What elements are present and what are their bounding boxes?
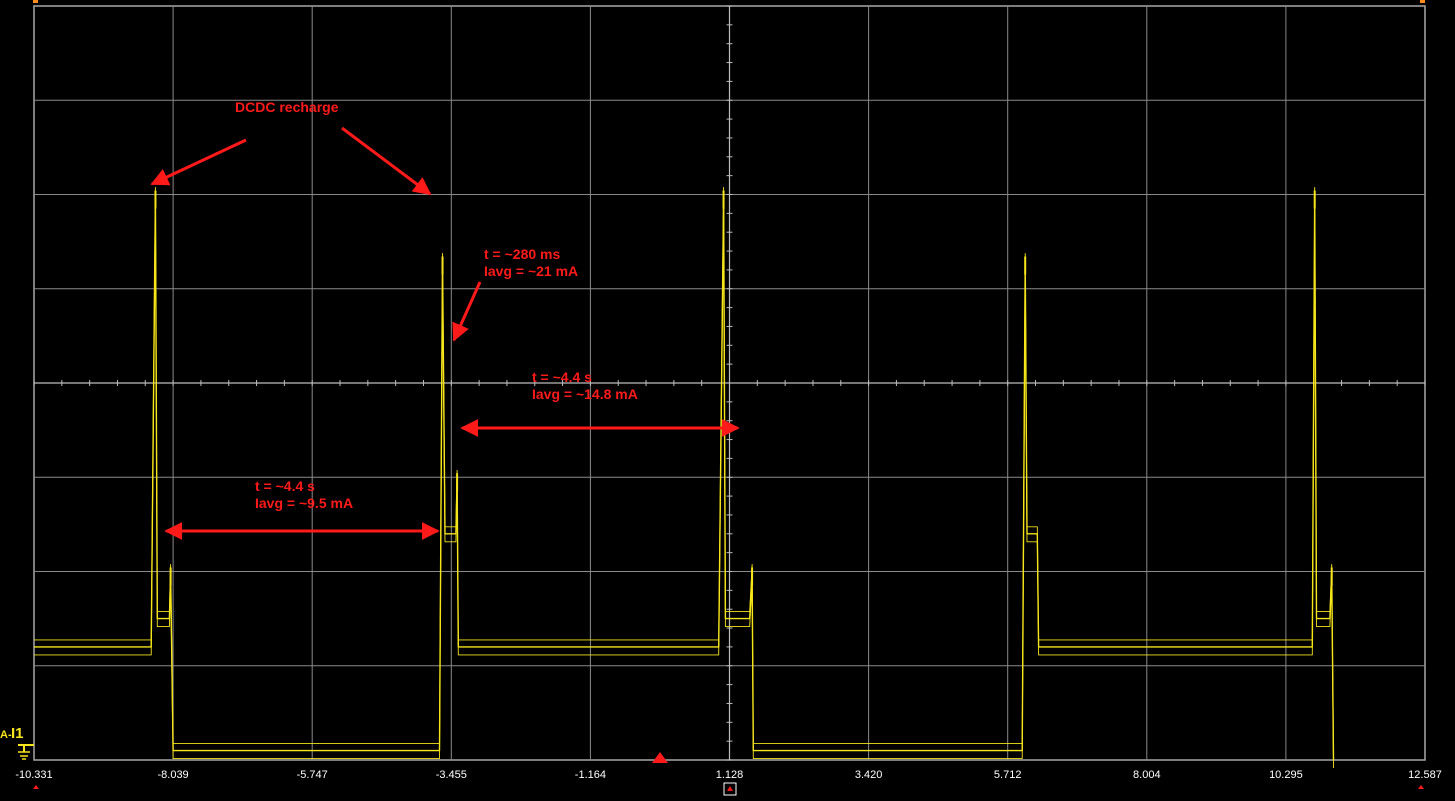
corner-marker-left (33, 0, 38, 3)
x-tick-label: 3.420 (855, 769, 883, 781)
x-tick-label: -1.164 (575, 769, 606, 781)
annotation-text: DCDC recharge (235, 99, 339, 115)
x-tick-label: 12.587 (1408, 769, 1442, 781)
ground-icon[interactable] (18, 744, 34, 760)
x-tick-label: -3.455 (436, 769, 467, 781)
x-tick-label: 5.712 (994, 769, 1022, 781)
annotation-arrow (150, 138, 247, 186)
x-tick-label: 10.295 (1269, 769, 1303, 781)
annotation-arrow (452, 281, 482, 342)
trace-envelope (34, 202, 1334, 769)
channel-label: I1 (11, 725, 24, 742)
x-tick-label: -10.331 (15, 769, 52, 781)
corner-marker-right (1420, 0, 1425, 3)
x-tick-label: 8.004 (1133, 769, 1161, 781)
annotation-text: Iavg = ~21 mA (484, 263, 578, 279)
annotation-text: t = ~4.4 s (255, 478, 315, 494)
annotation-text: t = ~4.4 s (532, 369, 592, 385)
annotation-text: Iavg = ~9.5 mA (255, 495, 353, 511)
x-axis-labels: -10.331 -8.039 -5.747 -3.455 -1.164 1.128 3.42… (15, 769, 1441, 781)
axis-minor-ticks (33, 5, 1426, 761)
cursor-handle-icon[interactable] (723, 782, 737, 796)
annotation-arrow (341, 126, 432, 196)
trigger-marker-icon[interactable] (652, 752, 668, 763)
channel-prefix: A- (0, 729, 12, 741)
x-tick-label: -5.747 (297, 769, 328, 781)
current-trace (34, 187, 1335, 769)
annotation-text: t = ~280 ms (484, 246, 560, 262)
scroll-left-icon[interactable] (33, 785, 39, 789)
scroll-right-icon[interactable] (1418, 785, 1424, 789)
x-tick-label: -8.039 (157, 769, 188, 781)
annotation-text: Iavg = ~14.8 mA (532, 386, 638, 402)
x-tick-label: 1.128 (716, 769, 744, 781)
trace-envelope (34, 187, 1334, 754)
